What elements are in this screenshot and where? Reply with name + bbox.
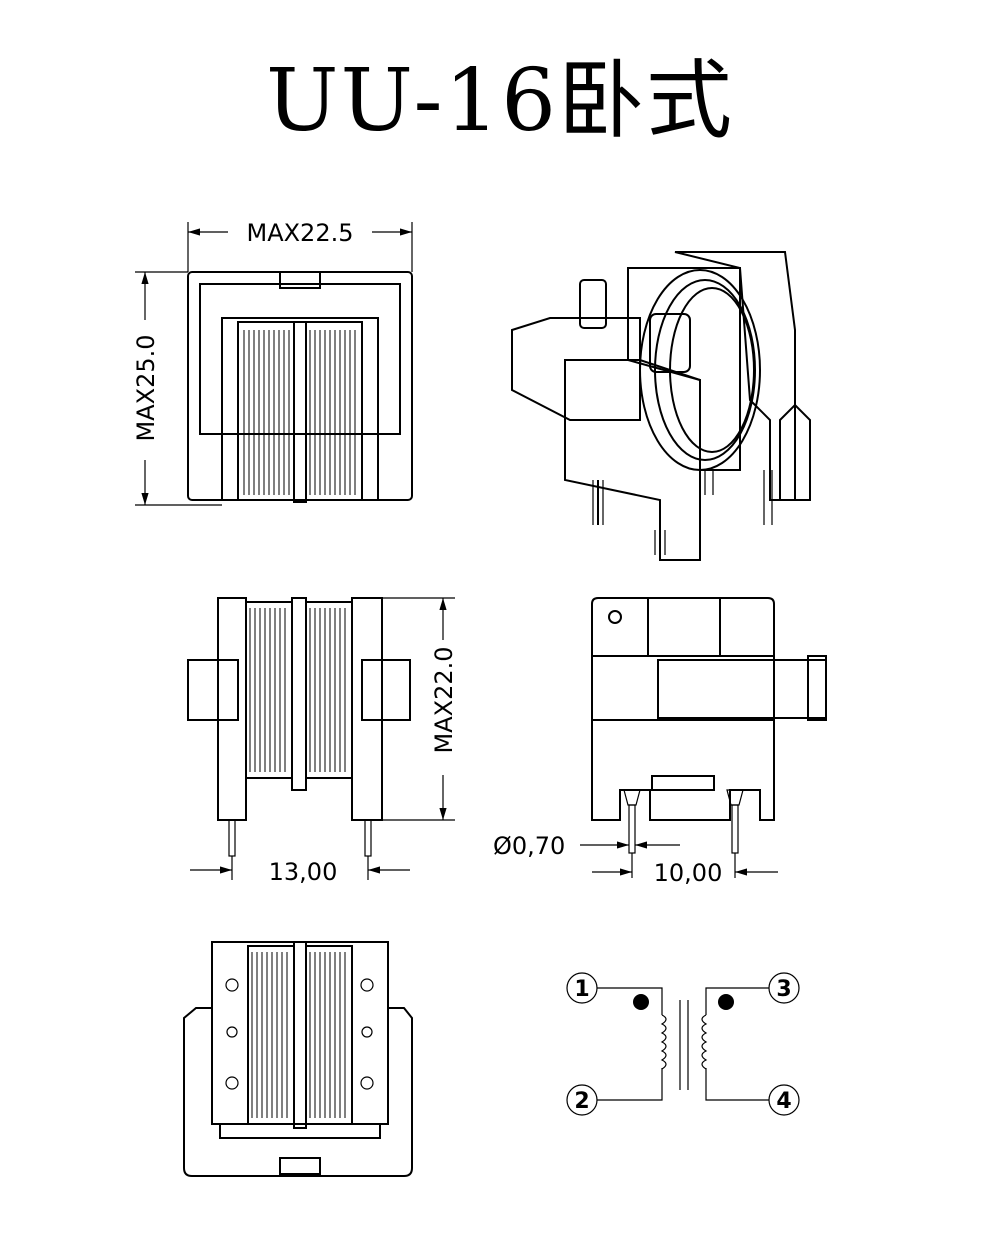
dimension-top-height: MAX25.0 bbox=[132, 271, 222, 506]
bottom-view bbox=[183, 941, 413, 1177]
schematic: 1 2 3 4 bbox=[566, 972, 800, 1116]
pin-1-marker: 1 bbox=[566, 972, 598, 1004]
pin-spacing-front-label: 13,00 bbox=[269, 858, 338, 886]
top-height-label: MAX25.0 bbox=[132, 334, 160, 441]
pin-spacing-side-label: 10,00 bbox=[654, 859, 723, 887]
dimension-pin-diameter: Ø0,70 bbox=[493, 832, 680, 860]
isometric-view bbox=[511, 251, 811, 561]
pin-4-marker: 4 bbox=[768, 1084, 800, 1116]
winding-lines bbox=[249, 608, 346, 772]
pin-2-marker: 2 bbox=[566, 1084, 598, 1116]
polarity-dot bbox=[633, 994, 649, 1010]
dimension-front-height: MAX22.0 bbox=[382, 597, 458, 821]
pin-diameter-label: Ø0,70 bbox=[493, 832, 565, 860]
top-width-label: MAX22.5 bbox=[246, 219, 353, 247]
svg-text:3: 3 bbox=[776, 977, 791, 1002]
front-height-label: MAX22.0 bbox=[430, 646, 458, 753]
drawing-title: UU-16卧式 bbox=[266, 51, 734, 151]
winding-lines bbox=[251, 952, 346, 1118]
winding-lines bbox=[243, 330, 356, 495]
dimension-pin-spacing-side: 10,00 bbox=[592, 853, 778, 887]
dimension-top-width: MAX22.5 bbox=[187, 219, 413, 272]
svg-text:2: 2 bbox=[574, 1089, 589, 1114]
front-view bbox=[187, 597, 411, 857]
svg-text:4: 4 bbox=[776, 1089, 791, 1114]
pin-3-marker: 3 bbox=[768, 972, 800, 1004]
polarity-dot bbox=[718, 994, 734, 1010]
svg-text:1: 1 bbox=[574, 977, 589, 1002]
side-view bbox=[591, 597, 827, 854]
dimension-pin-spacing-front: 13,00 bbox=[190, 856, 410, 886]
top-view bbox=[187, 271, 413, 503]
